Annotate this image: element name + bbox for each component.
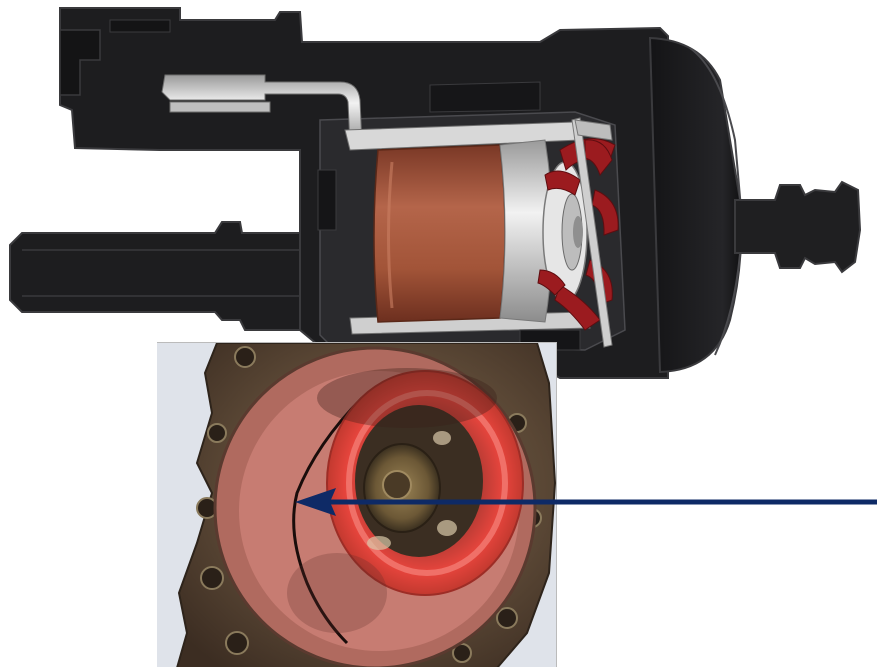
inner-ring-lip: [346, 390, 508, 576]
terminal-strip-lower: [169, 101, 271, 113]
hub-spokes: [367, 431, 457, 550]
terminal-strip: [161, 74, 363, 146]
motor-winding-highlight: [387, 161, 394, 309]
outlet-pipe: [9, 221, 301, 331]
connector-upper-slot: [109, 19, 171, 33]
soot-smudge-2: [287, 553, 387, 633]
connector-upper-notch: [59, 29, 101, 96]
soot-smudge: [317, 368, 497, 428]
impeller: [537, 138, 619, 331]
diaphragm-plate: [571, 117, 613, 348]
diaphragm-closeup-image: [157, 343, 556, 667]
hub-center: [382, 470, 412, 500]
housing-detail-top: [429, 81, 541, 113]
housing-detail-left: [317, 169, 337, 231]
diaphragm-closeup-photo: [157, 342, 557, 667]
pump-cross-section: [9, 7, 862, 379]
motor-winding: [373, 144, 506, 323]
diaphragm-plate-rim: [574, 119, 613, 141]
rotor-shaft: [573, 216, 583, 248]
spigot: [734, 180, 862, 274]
diaphragm-crack: [292, 396, 364, 645]
